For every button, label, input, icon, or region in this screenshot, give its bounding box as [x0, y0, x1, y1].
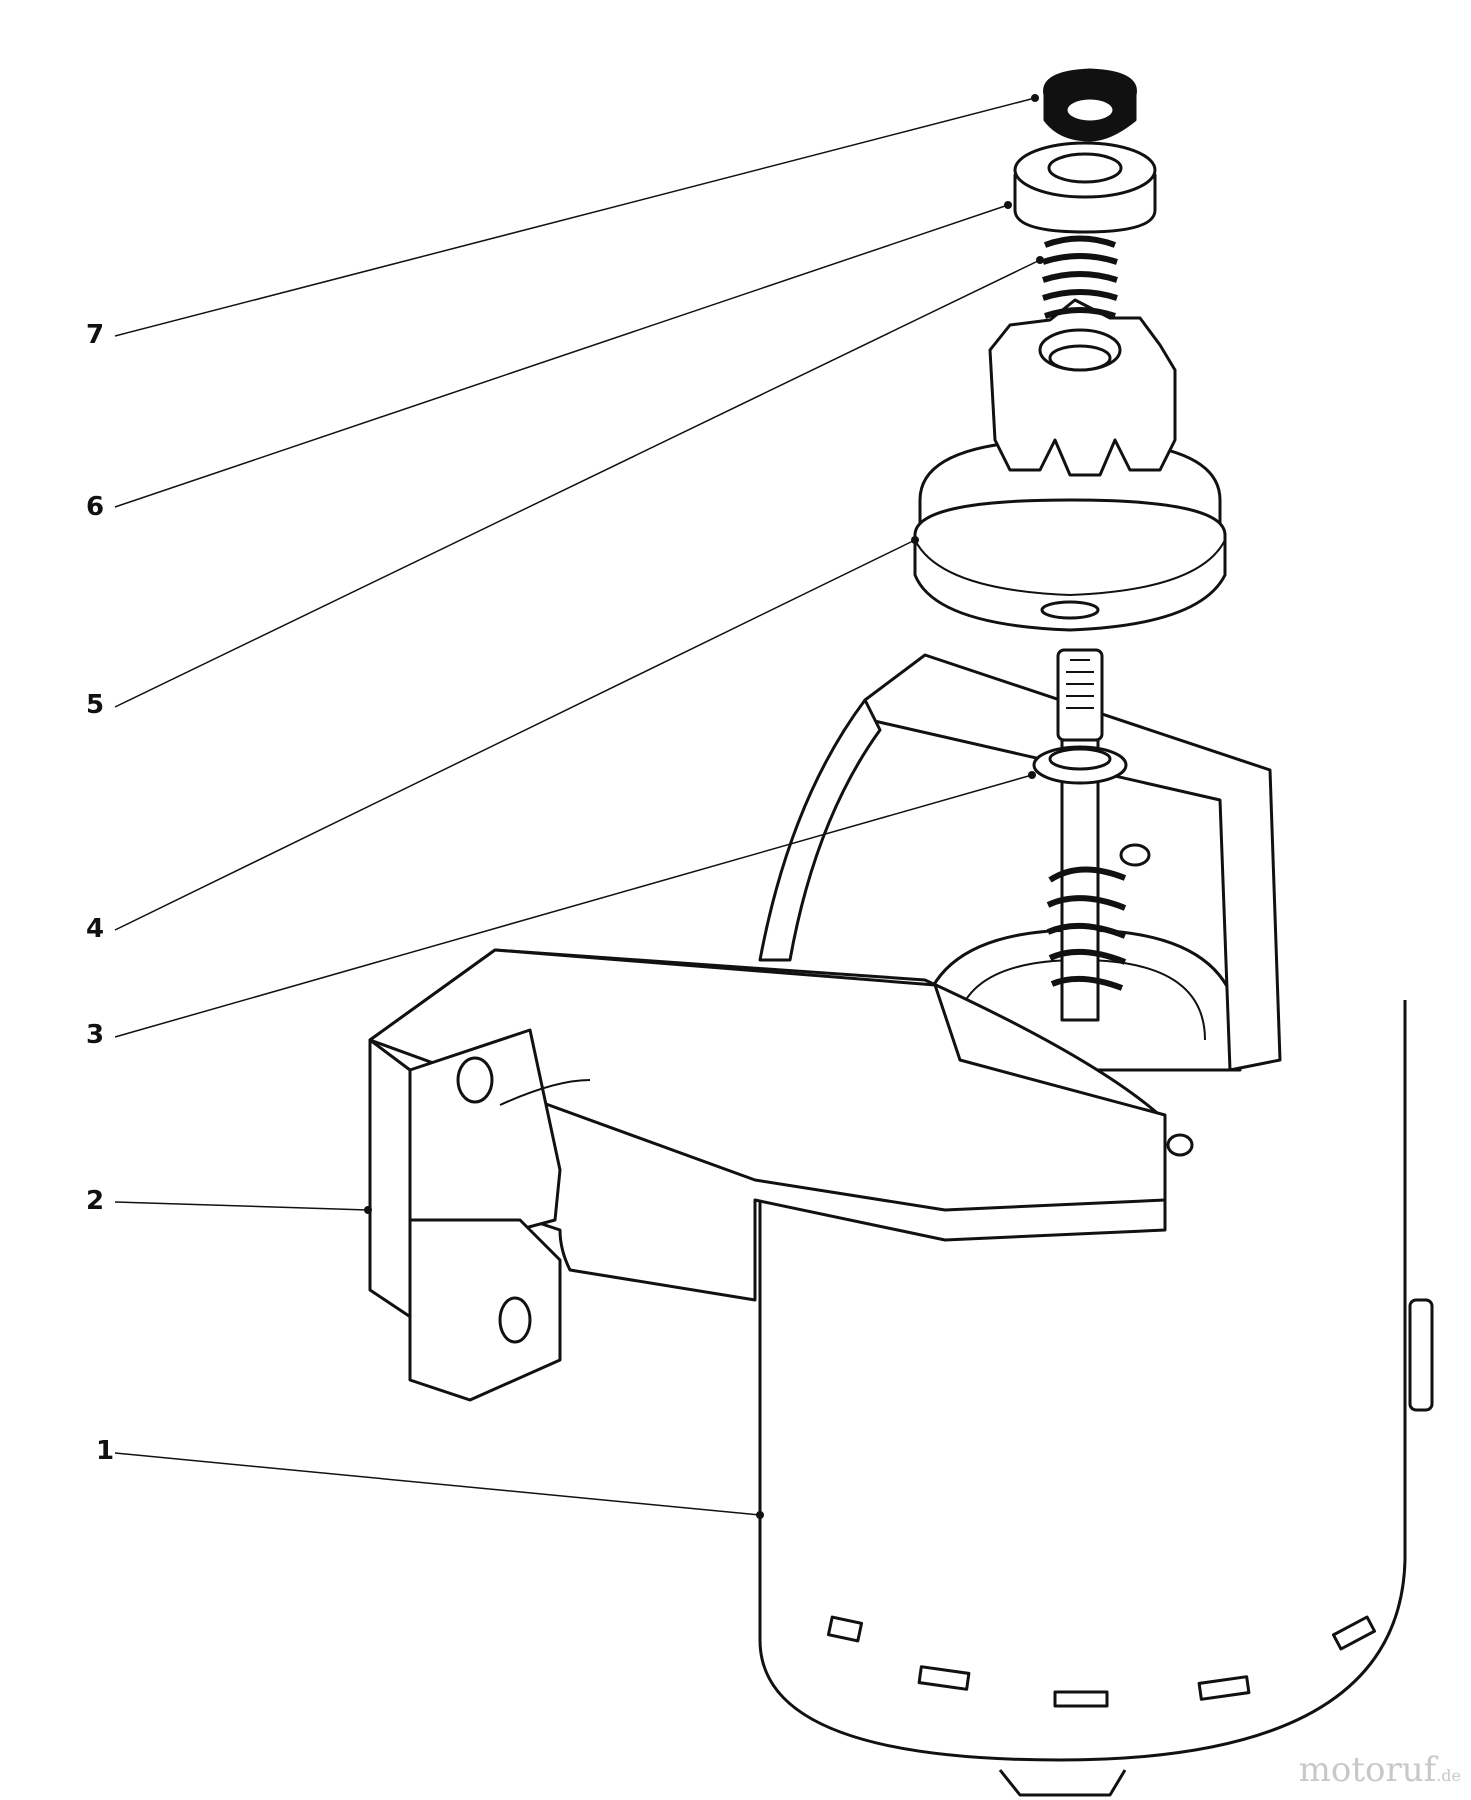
watermark-logo: motoruf.de	[1299, 1750, 1461, 1790]
leader-line-5	[114, 259, 1041, 708]
spring-retainer	[1013, 141, 1157, 234]
leader-dots	[364, 94, 1044, 1519]
watermark-name: motoruf	[1298, 1750, 1437, 1790]
drive-shaft	[1046, 648, 1127, 1022]
thrust-washer	[1032, 745, 1128, 785]
callout-5: 5	[86, 690, 105, 720]
callout-4: 4	[86, 914, 105, 944]
mounting-bracket	[368, 653, 1282, 1402]
leader-line-6	[114, 204, 1009, 508]
leader-line-4	[114, 539, 916, 931]
callout-2: 2	[86, 1186, 105, 1216]
callout-7: 7	[86, 320, 105, 350]
callout-6: 6	[86, 492, 105, 522]
callout-3: 3	[86, 1020, 105, 1050]
anti-drift-spring	[1042, 235, 1118, 319]
watermark-suffix: .de	[1436, 1766, 1461, 1785]
leader-line-3	[114, 774, 1033, 1038]
drive-pinion	[913, 298, 1227, 632]
leader-line-7	[114, 97, 1036, 337]
callout-1: 1	[96, 1436, 115, 1466]
retaining-clip	[1043, 68, 1137, 142]
leader-line-1	[114, 1452, 761, 1516]
leader-line-2	[114, 1201, 369, 1211]
leader-lines	[114, 97, 1041, 1516]
